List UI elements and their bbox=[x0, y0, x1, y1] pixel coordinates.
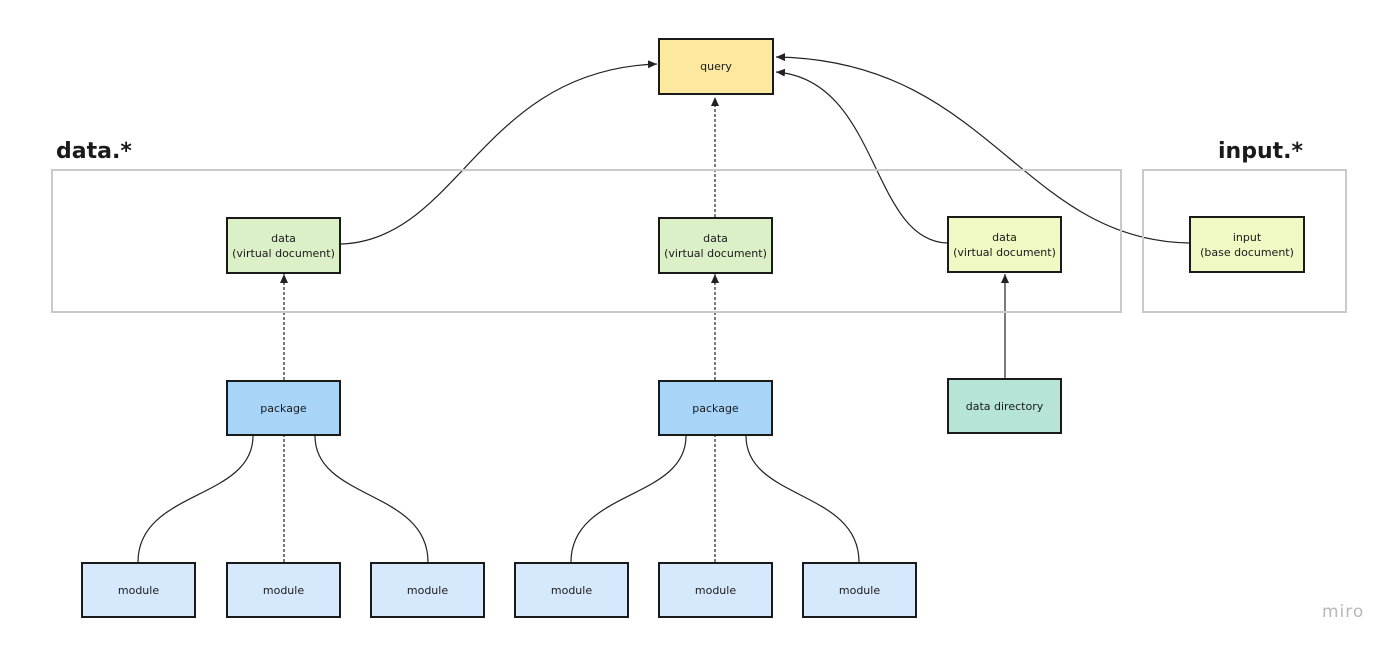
input-base-document[interactable]: input (base document) bbox=[1189, 216, 1305, 273]
edge-module-6-to-package-middle bbox=[745, 435, 860, 563]
edge-data-left-to-query bbox=[340, 60, 658, 245]
module-6[interactable]: module bbox=[802, 562, 917, 618]
input-group bbox=[1142, 169, 1347, 313]
module-3[interactable]: module bbox=[370, 562, 485, 618]
data-group bbox=[51, 169, 1122, 313]
module-4[interactable]: module bbox=[514, 562, 629, 618]
edge-data-right-to-query bbox=[775, 68, 948, 244]
miro-watermark: miro bbox=[1322, 602, 1365, 622]
data-directory[interactable]: data directory bbox=[947, 378, 1062, 434]
data-virtual-document-left[interactable]: data (virtual document) bbox=[226, 217, 341, 274]
edge-module-3-to-package-left bbox=[314, 435, 429, 563]
data-virtual-document-middle[interactable]: data (virtual document) bbox=[658, 217, 773, 274]
query-node[interactable]: query bbox=[658, 38, 774, 95]
input-group-label: input.* bbox=[1218, 139, 1303, 164]
data-virtual-document-right[interactable]: data (virtual document) bbox=[947, 216, 1062, 273]
package-middle[interactable]: package bbox=[658, 380, 773, 436]
module-5[interactable]: module bbox=[658, 562, 773, 618]
data-group-label: data.* bbox=[56, 139, 132, 164]
edge-input-to-query bbox=[775, 53, 1190, 244]
module-2[interactable]: module bbox=[226, 562, 341, 618]
edge-module-4-to-package-middle bbox=[570, 435, 687, 563]
package-left[interactable]: package bbox=[226, 380, 341, 436]
module-1[interactable]: module bbox=[81, 562, 196, 618]
edge-module-1-to-package-left bbox=[137, 435, 254, 563]
